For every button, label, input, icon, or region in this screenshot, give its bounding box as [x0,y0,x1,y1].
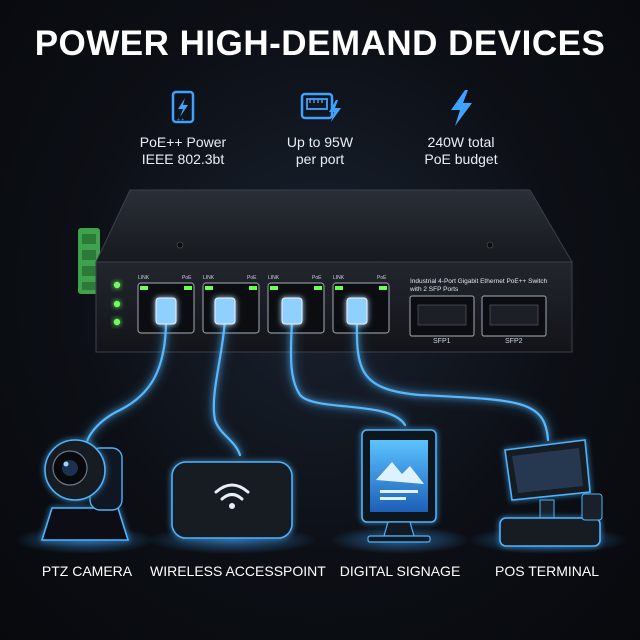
digital-signage-icon [361,429,437,543]
port4-poe-label: PoE [377,275,387,281]
poe-power-icon: + + [171,90,195,124]
port4-link-label: LINK [333,275,345,281]
feature-240w: 240W total PoE budget [386,88,536,168]
switch-description: Industrial 4-Port Gigabit Ethernet PoE++… [410,278,560,294]
port2-link-label: LINK [203,275,215,281]
wireless-access-point-icon [171,461,293,539]
feature-95w: Up to 95W per port [245,88,395,168]
feature-95w-line1: Up to 95W [286,134,354,150]
sfp-ports [409,295,547,337]
feature-95w-line2: per port [295,151,345,167]
port1-link-label: LINK [138,275,150,281]
svg-text:+ +: + + [177,117,184,123]
ethernet-cables [83,297,551,458]
port3-poe-label: PoE [312,275,322,281]
pos-terminal-icon [499,439,603,547]
feature-240w-line1: 240W total [427,134,495,150]
switch-description-line1: Industrial 4-Port Gigabit Ethernet PoE++… [410,278,548,285]
ptz-camera-label: PTZ CAMERA [41,563,133,579]
power-terminal-block [78,228,100,294]
wireless-accesspoint-label: WIRELESS ACCESSPOINT [150,563,326,579]
lightning-bolt-icon [451,90,472,126]
port3-link-label: LINK [268,275,280,281]
pos-terminal-label: POS TERMINAL [495,563,599,579]
port1-poe-label: PoE [182,275,192,281]
digital-signage-label: DIGITAL SIGNAGE [339,563,461,579]
feature-poe-power: + + PoE++ Power IEEE 802.3bt [108,88,258,168]
headline: POWER HIGH-DEMAND DEVICES [34,24,606,63]
switch-description-line2: with 2 SFP Ports [410,286,459,293]
feature-poe-line2: IEEE 802.3bt [141,151,225,167]
sfp1-label: SFP1 [433,338,451,345]
ethernet-port-power-icon [300,92,341,122]
ptz-camera-icon [40,439,130,541]
port2-poe-label: PoE [247,275,257,281]
feature-240w-line2: PoE budget [424,151,498,167]
feature-poe-line1: PoE++ Power [139,134,227,150]
sfp2-label: SFP2 [505,338,523,345]
